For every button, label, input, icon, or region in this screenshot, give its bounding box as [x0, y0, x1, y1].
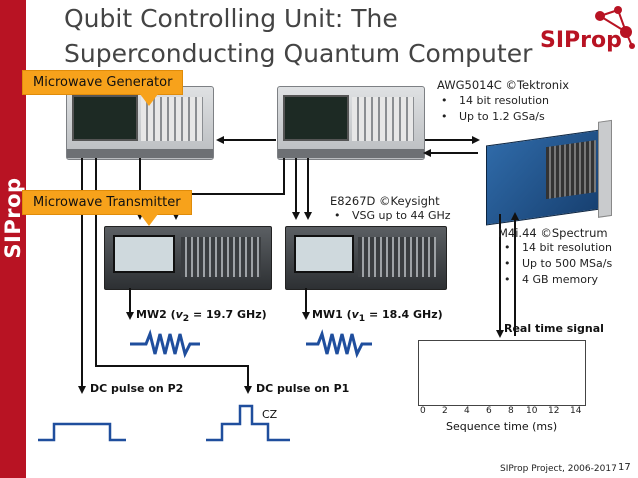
slide-title-line1: Qubit Controlling Unit: The [64, 4, 398, 33]
spec-item: 14 bit resolution [437, 93, 549, 109]
footer-text: SIProp Project, 2006-2017 [500, 464, 617, 474]
awg-model-label: AWG5014C ©Tektronix [437, 78, 570, 92]
spec-item: 4 GB memory [500, 272, 612, 288]
signal-generator-controls-icon [181, 237, 261, 277]
spec-item: 14 bit resolution [500, 240, 612, 256]
spec-item: Up to 1.2 GSa/s [437, 109, 549, 125]
x-tick: 2 [442, 406, 448, 416]
microwave-wave-icon [306, 329, 372, 359]
x-tick: 4 [464, 406, 470, 416]
vsg-spec-list: VSG up to 44 GHz [330, 208, 451, 224]
page-number: 17 [618, 462, 631, 473]
digitizer-spec-list: 14 bit resolution Up to 500 MSa/s 4 GB m… [500, 240, 612, 288]
dc-pulse-icon [38, 422, 126, 442]
link-awg-right-to-mw2 [172, 158, 285, 220]
callout-microwave-generator: Microwave Generator [22, 70, 184, 95]
microwave-wave-icon [130, 329, 200, 359]
side-brand-bar [0, 0, 26, 478]
link-awg-to-p1 [95, 158, 252, 394]
logo-text: SIProp [540, 28, 622, 53]
spec-item: VSG up to 44 GHz [330, 208, 451, 224]
x-tick: 8 [508, 406, 514, 416]
x-tick: 6 [486, 406, 492, 416]
x-tick: 12 [548, 406, 560, 416]
logo-molecule-icon [595, 6, 635, 49]
callout-microwave-transmitter: Microwave Transmitter [22, 190, 192, 215]
awg-screen-icon [283, 95, 349, 141]
x-tick: 0 [420, 406, 426, 416]
signal-generator-left [104, 226, 272, 290]
callout-tail [140, 214, 158, 226]
signal-generator-right [285, 226, 447, 290]
realtime-plot-frame [418, 340, 586, 406]
x-tick: 14 [570, 406, 582, 416]
mw2-label: MW2 (v2 = 19.7 GHz) [136, 308, 267, 325]
signal-generator-screen-icon [113, 235, 175, 273]
slide-title-line2: Superconducting Quantum Computer [64, 39, 533, 68]
spec-item: Up to 500 MSa/s [500, 256, 612, 272]
signal-generator-controls-icon [358, 237, 436, 277]
awg-controls-icon [352, 97, 414, 141]
realtime-plot-xticks: 0 2 4 6 8 10 12 14 [418, 406, 584, 418]
awg-instrument-left [66, 86, 214, 160]
cz-label: CZ [262, 408, 278, 421]
digitizer-model-label: M4i.44 ©Spectrum [498, 226, 608, 240]
awg-instrument-right [277, 86, 425, 160]
realtime-plot-title: Real time signal [504, 322, 604, 335]
mw1-label: MW1 (v1 = 18.4 GHz) [312, 308, 443, 325]
callout-tail [140, 94, 158, 106]
signal-generator-screen-icon [294, 235, 354, 273]
vsg-model-label: E8267D ©Keysight [330, 194, 440, 208]
dc-pulse-icon [206, 404, 290, 442]
awg-spec-list: 14 bit resolution Up to 1.2 GSa/s [437, 93, 549, 125]
x-tick: 10 [526, 406, 538, 416]
awg-screen-icon [72, 95, 138, 141]
realtime-plot-xlabel: Sequence time (ms) [446, 420, 558, 433]
dc-pulse-p1-label: DC pulse on P1 [256, 382, 350, 395]
dc-pulse-p2-label: DC pulse on P2 [90, 382, 184, 395]
